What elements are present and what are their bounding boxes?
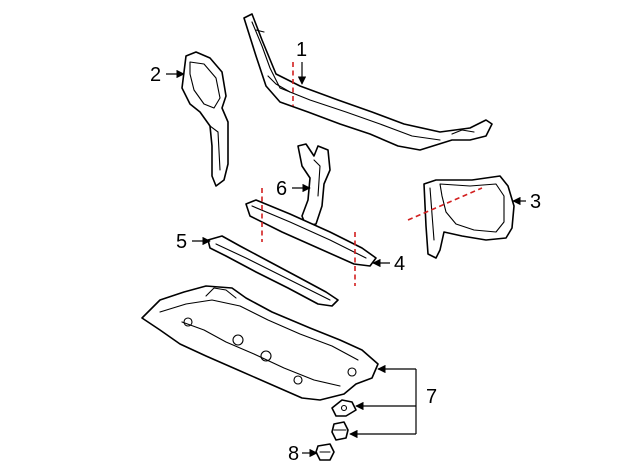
callout-4: 4 <box>394 253 405 275</box>
push-clip-part <box>315 443 335 461</box>
upper-support-bar-part <box>243 13 493 151</box>
callout-7: 7 <box>426 386 437 408</box>
left-side-panel-part <box>181 51 229 187</box>
callout-8: 8 <box>288 443 299 465</box>
shield-fastener-part <box>331 421 349 441</box>
right-side-panel-part <box>423 175 515 259</box>
splash-shield-part <box>141 285 379 401</box>
callout-3: 3 <box>530 191 541 213</box>
cut-lines <box>261 62 483 286</box>
lower-cross-member-part <box>207 235 339 307</box>
center-bracket-part <box>297 143 331 227</box>
shield-clip-part <box>331 399 357 417</box>
callout-6: 6 <box>276 178 287 200</box>
callout-5: 5 <box>176 231 187 253</box>
callout-1: 1 <box>296 39 307 61</box>
cut-line-part3 <box>407 187 483 221</box>
leader-lines <box>166 62 526 458</box>
callout-2: 2 <box>150 64 161 86</box>
